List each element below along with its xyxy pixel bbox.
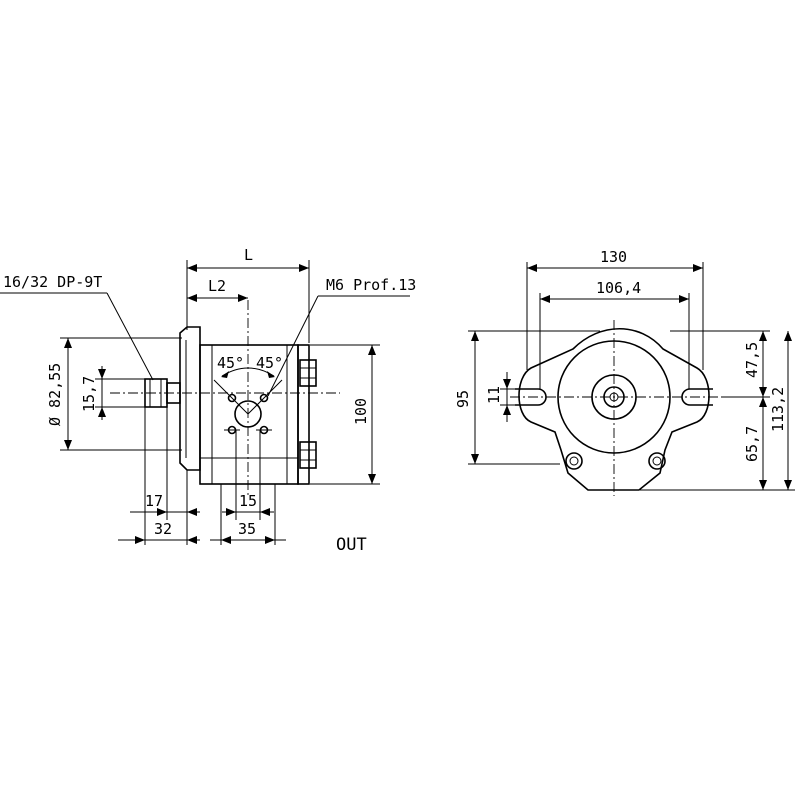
bolt-head-right xyxy=(648,452,666,470)
dim-diameter: Ø 82,55 xyxy=(46,363,64,426)
bolt-bottom xyxy=(299,441,317,469)
front-view: 130 106,4 95 11 47,5 65,7 xyxy=(454,248,795,496)
dim-11: 11 xyxy=(485,386,503,404)
side-flange xyxy=(179,326,201,471)
dim-113: 113,2 xyxy=(769,387,787,432)
dim-35: 35 xyxy=(238,520,256,538)
dim-height: 100 xyxy=(352,398,370,425)
dim-47: 47,5 xyxy=(743,342,761,378)
callout-spline: 16/32 DP-9T xyxy=(3,273,102,291)
bolt-top xyxy=(299,359,317,387)
dim-130: 130 xyxy=(600,248,627,266)
dim-106: 106,4 xyxy=(596,279,641,297)
angle-right: 45° xyxy=(256,354,283,372)
dim-32: 32 xyxy=(154,520,172,538)
dim-65: 65,7 xyxy=(743,426,761,462)
dim-15: 15 xyxy=(239,492,257,510)
callout-thread: M6 Prof.13 xyxy=(326,276,416,294)
angle-left: 45° xyxy=(217,354,244,372)
slot-right xyxy=(681,388,713,406)
dim-17: 17 xyxy=(145,492,163,510)
rear-cover xyxy=(297,344,310,485)
slot-left xyxy=(515,388,547,406)
bolt-head-left xyxy=(565,452,583,470)
dim-shaft-dia: 15,7 xyxy=(80,376,98,412)
dim-L2: L2 xyxy=(208,277,226,295)
side-view: L L2 M6 Prof.13 16/32 DP-9T Ø 82,55 15,7 xyxy=(0,246,416,555)
dim-L: L xyxy=(244,246,253,264)
port-label: OUT xyxy=(336,535,367,555)
dim-95: 95 xyxy=(454,390,472,408)
